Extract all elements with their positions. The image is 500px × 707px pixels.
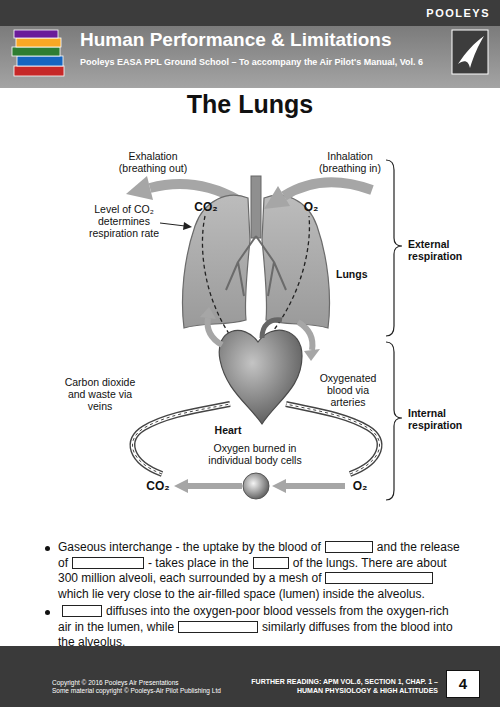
page-title: The Lungs	[0, 89, 500, 119]
body-cell	[243, 473, 269, 499]
o2-arrow	[272, 479, 286, 493]
body-paragraph: diffuses into the oxygen-poor blood vess…	[58, 604, 460, 651]
brace	[386, 160, 402, 336]
exhale-arrow	[126, 176, 153, 200]
co2-arrow	[174, 479, 188, 493]
diagram-label: Oxygen burned in individual body cells	[195, 442, 315, 466]
bracket-label: Internal respiration	[408, 407, 480, 431]
callout-text: Level of CO₂ determines respiration rate	[88, 203, 160, 239]
diagram-label: Exhalation (breathing out)	[105, 150, 201, 174]
answer-blank	[178, 621, 258, 633]
footer-band: Copyright © 2016 Pooleys Air Presentatio…	[0, 646, 500, 707]
answer-blank	[72, 557, 144, 569]
copyright-note: Copyright © 2016 Pooleys Air Presentatio…	[52, 679, 252, 687]
header-subtitle: Pooleys EASA PPL Ground School – To acco…	[80, 57, 450, 67]
diagram-label: Inhalation (breathing in)	[305, 150, 395, 174]
blood-path	[266, 216, 309, 340]
body-text: which lie very close to the air-filled s…	[58, 587, 425, 601]
o2-arrow	[284, 483, 345, 489]
gas-label: CO₂	[144, 479, 172, 493]
diagram-label: Carbon dioxide and waste via veins	[58, 376, 142, 412]
bullet-point	[45, 610, 50, 615]
body-text: Gaseous interchange - the uptake by the …	[58, 540, 321, 554]
co2-arrow	[186, 483, 242, 489]
page-number-box: 4	[446, 670, 480, 698]
header-title: Human Performance & Limitations	[80, 29, 450, 51]
bullet-point	[45, 546, 50, 551]
right-lung	[262, 195, 330, 328]
left-lung	[182, 195, 250, 328]
part-name: Heart	[206, 424, 250, 436]
bracket-label: External respiration	[408, 238, 480, 262]
answer-blank	[62, 605, 102, 617]
copyright-note: Some material copyright © Pooleys-Air Pi…	[52, 687, 252, 695]
page-number: 4	[447, 675, 479, 692]
answer-blank	[325, 541, 373, 553]
leader-line	[183, 222, 192, 230]
aorta	[262, 320, 282, 338]
brand-name: POOLEYS	[400, 7, 490, 19]
body-text: - takes place in the	[148, 556, 249, 570]
flow-arrow	[304, 349, 320, 361]
flow-arrow	[298, 322, 312, 350]
gas-label: O₂	[348, 479, 372, 493]
bronchi	[226, 236, 286, 296]
trachea	[251, 176, 261, 238]
inhale-arrow	[264, 186, 290, 209]
heart-shape	[219, 330, 302, 424]
header-band: POOLEYS Human Performance & LimitationsPo…	[0, 0, 500, 88]
gas-label: CO₂	[192, 200, 220, 214]
answer-blank	[325, 572, 433, 584]
diagram-label: Oxygenated blood via arteries	[312, 372, 384, 408]
flow-arrow	[208, 318, 222, 345]
gas-label: O₂	[299, 200, 323, 214]
answer-blank	[253, 557, 289, 569]
leader-line	[160, 223, 185, 226]
blood-path	[202, 216, 232, 338]
brace	[386, 342, 402, 500]
flow-arrow	[200, 307, 216, 319]
part-name: Lungs	[336, 268, 380, 280]
inhale-arrow	[284, 182, 372, 196]
exhale-arrow	[150, 184, 238, 200]
further-reading: FURTHER READING: APM VOL.6, SECTION 1, C…	[246, 677, 438, 695]
body-paragraph: Gaseous interchange - the uptake by the …	[58, 540, 460, 602]
